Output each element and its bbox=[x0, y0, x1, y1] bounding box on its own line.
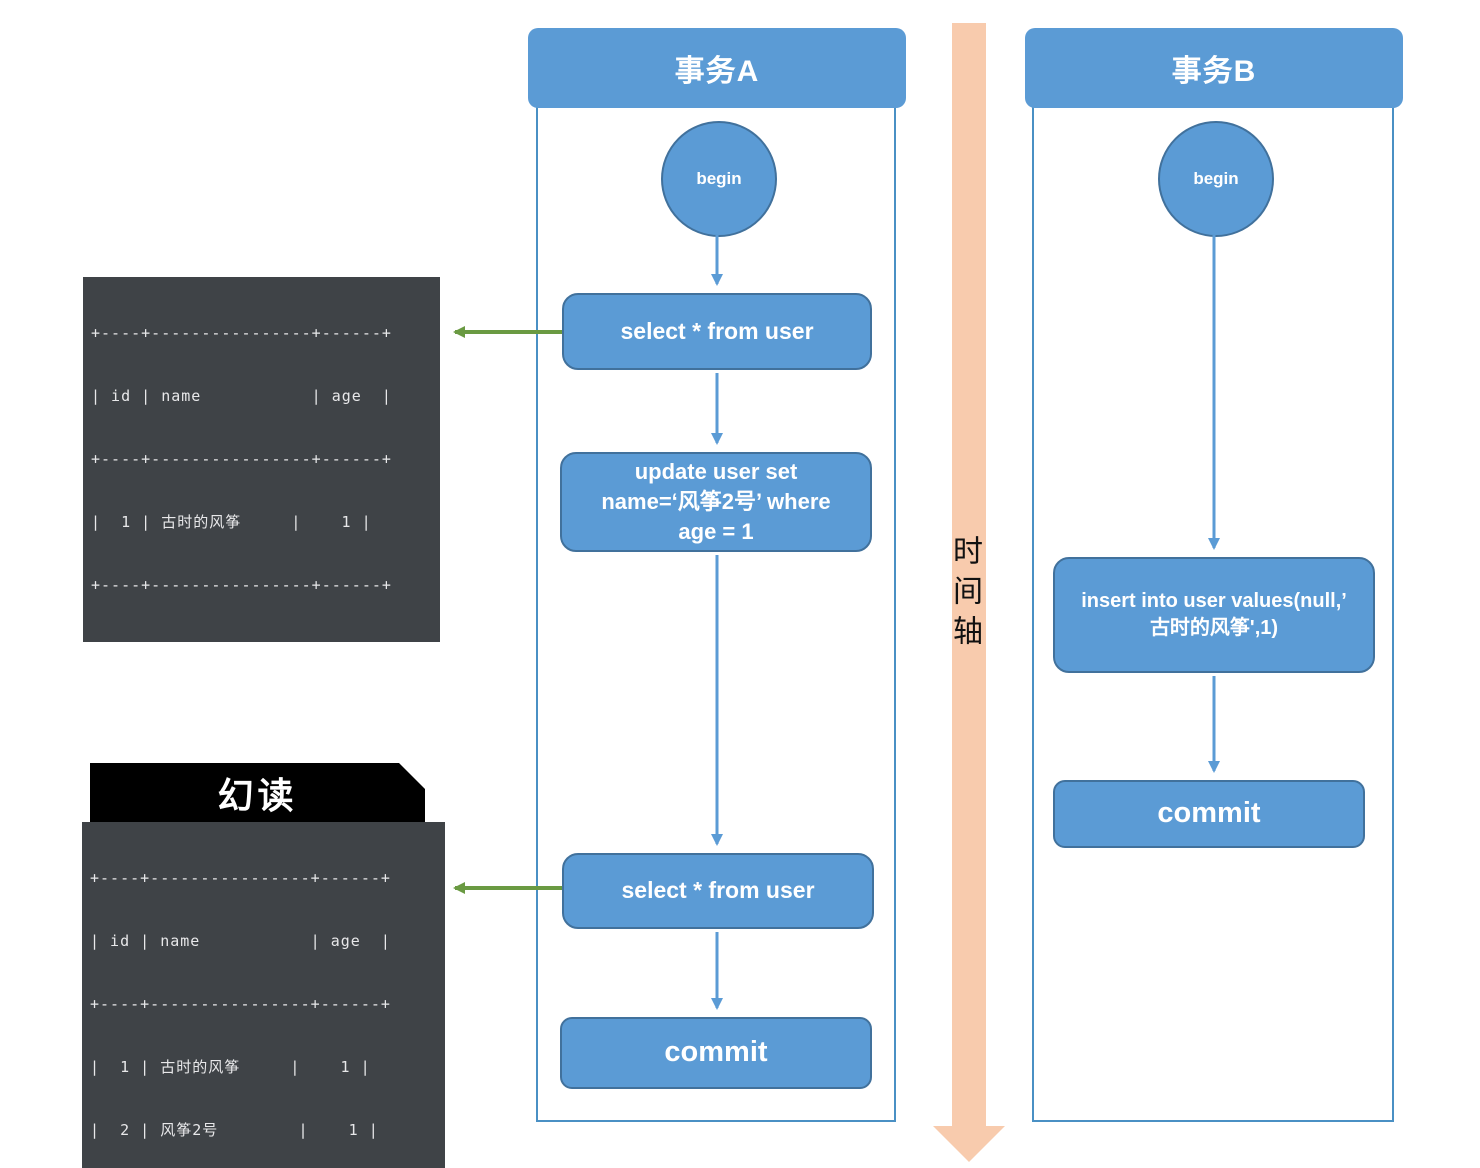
query-result-table-1: +----+----------------+------+ | id | na… bbox=[83, 277, 440, 642]
transaction-b-title: 事务B bbox=[1171, 55, 1257, 88]
select-node-a2-label: select * from user bbox=[621, 877, 815, 904]
timeline-label: 时间轴 bbox=[948, 535, 981, 655]
table-row: | 1 | 古时的风筝 | 1 | bbox=[90, 1058, 371, 1076]
transaction-a-header: 事务A bbox=[528, 28, 906, 108]
table-row: | id | name | age | bbox=[91, 387, 392, 405]
phantom-read-label: 幻读 bbox=[90, 763, 425, 822]
select-node-a2: select * from user bbox=[562, 853, 874, 929]
table-row: +----+----------------+------+ bbox=[91, 324, 392, 342]
table-row: | 1 | 古时的风筝 | 1 | bbox=[91, 513, 372, 531]
update-node-a-line1: update user set bbox=[634, 459, 798, 485]
begin-node-b: begin bbox=[1158, 121, 1274, 237]
commit-node-b: commit bbox=[1053, 780, 1365, 848]
phantom-read-label-text: 幻读 bbox=[217, 775, 298, 816]
commit-node-b-label: commit bbox=[1157, 797, 1261, 830]
select-node-a1: select * from user bbox=[562, 293, 872, 370]
select-node-a1-label: select * from user bbox=[620, 317, 814, 344]
table-row: +----+----------------+------+ bbox=[91, 450, 392, 468]
update-node-a: update user set name=‘风筝2号’ where age = … bbox=[560, 452, 872, 552]
table-row: | id | name | age | bbox=[90, 932, 391, 950]
table-row: +----+----------------+------+ bbox=[91, 576, 392, 594]
timeline-arrowhead-icon bbox=[933, 1126, 1005, 1162]
insert-node-b-line2: 古时的风筝',1) bbox=[1149, 617, 1279, 639]
begin-node-b-label: begin bbox=[1193, 169, 1239, 188]
begin-node-a-label: begin bbox=[696, 169, 742, 188]
table-row: | 2 | 风筝2号 | 1 | bbox=[90, 1121, 379, 1139]
transaction-b-header: 事务B bbox=[1025, 28, 1403, 108]
update-node-a-line3: age = 1 bbox=[678, 518, 754, 544]
insert-node-b: insert into user values(null,’ 古时的风筝',1) bbox=[1053, 557, 1375, 673]
begin-node-a: begin bbox=[661, 121, 777, 237]
timeline-axis bbox=[952, 23, 986, 1128]
transaction-a-panel bbox=[536, 98, 896, 1122]
commit-node-a: commit bbox=[560, 1017, 872, 1089]
table-row: +----+----------------+------+ bbox=[90, 995, 391, 1013]
transaction-a-title: 事务A bbox=[674, 55, 760, 88]
commit-node-a-label: commit bbox=[664, 1036, 768, 1069]
query-result-table-2: +----+----------------+------+ | id | na… bbox=[82, 822, 445, 1168]
update-node-a-line2: name=‘风筝2号’ where bbox=[601, 489, 831, 515]
table-row: +----+----------------+------+ bbox=[90, 869, 391, 887]
insert-node-b-line1: insert into user values(null,’ bbox=[1081, 590, 1347, 612]
